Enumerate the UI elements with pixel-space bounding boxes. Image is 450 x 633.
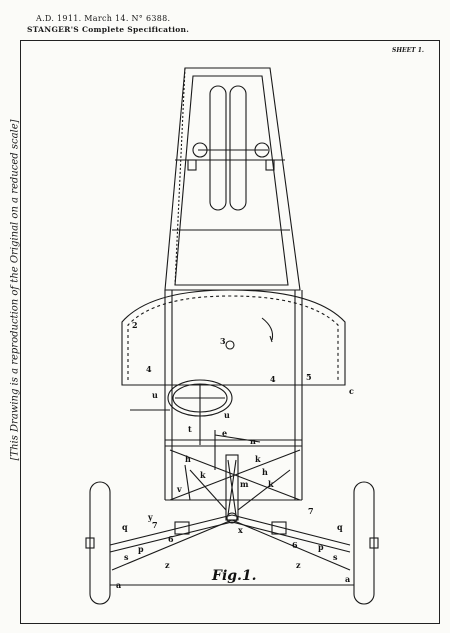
main-frame (164, 290, 303, 501)
steering-linkage (184, 430, 291, 521)
label-m: m (240, 479, 249, 489)
label-7b: 7 (308, 506, 314, 516)
label-p2: p (318, 542, 324, 552)
header-line-2: STANGER'S Complete Specification. (27, 25, 190, 34)
label-p1: p (138, 544, 144, 554)
front-axle (109, 512, 351, 571)
rear-frame (164, 67, 301, 291)
label-u2: u (224, 410, 230, 420)
label-7a: 7 (152, 520, 158, 530)
front-wheels (85, 481, 379, 605)
label-k1: k (255, 454, 261, 464)
label-3: 3 (220, 336, 226, 346)
label-t: t (188, 424, 192, 434)
label-q1: q (122, 522, 128, 532)
header-line-1: A.D. 1911. March 14. N° 6388. (36, 14, 171, 23)
label-5: 5 (306, 372, 312, 382)
sheet-label: SHEET 1. (392, 47, 424, 54)
rear-wheels (187, 85, 275, 211)
label-y: y (147, 512, 153, 522)
part-labels: 2 3 4 4 5 c u u t e n h k h k k v m y x … (116, 320, 354, 590)
label-v: v (176, 484, 182, 494)
label-6a: 6 (168, 534, 174, 544)
label-4b: 4 (270, 374, 276, 384)
body-seat (121, 289, 346, 386)
label-x: x (238, 525, 243, 535)
label-s1: s (124, 552, 129, 562)
label-q2: q (337, 522, 343, 532)
label-u1: u (152, 390, 158, 400)
label-z2: z (296, 560, 301, 570)
label-e: e (222, 428, 227, 438)
label-h1: h (185, 454, 191, 464)
label-a2: a (345, 574, 350, 584)
label-2: 2 (132, 320, 138, 330)
label-z1: z (165, 560, 170, 570)
label-n: n (250, 436, 256, 446)
figure-label: Fig.1. (211, 568, 257, 584)
drawing-frame (20, 40, 440, 624)
steering-wheel (130, 379, 233, 445)
label-h2: h (262, 467, 268, 477)
label-k2: k (200, 470, 206, 480)
label-c: c (349, 386, 354, 396)
label-6b: 6 (292, 540, 298, 550)
label-k3: k (268, 479, 274, 489)
label-4a: 4 (146, 364, 152, 374)
label-s2: s (333, 552, 338, 562)
label-a1: a (116, 580, 121, 590)
